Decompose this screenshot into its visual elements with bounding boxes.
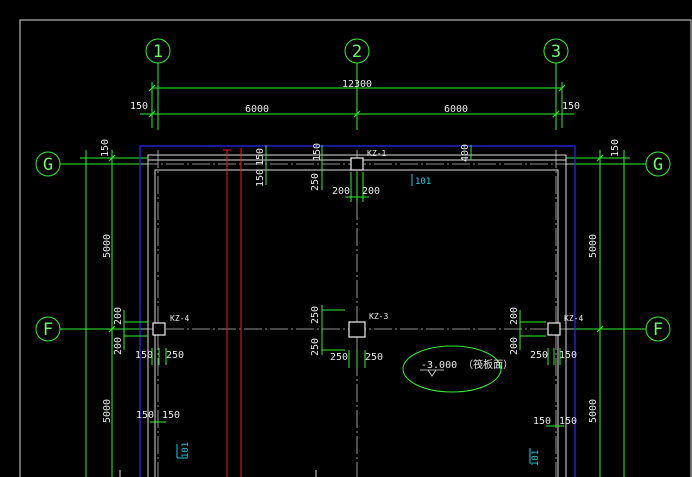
grid-label-g-left: G — [43, 155, 53, 175]
kzf-left-dim-b2: 250 — [166, 350, 184, 361]
grid-label-f-right: F — [653, 320, 663, 340]
kz3-dim-bot: 250 — [310, 338, 321, 356]
lower-right-dim-2: 150 — [559, 416, 577, 427]
vertical-bay-right-2: 5000 — [588, 399, 599, 423]
column-tag-kz4-left: KZ-4 — [170, 314, 189, 323]
kzf-left-dim-bot: 200 — [113, 337, 124, 355]
vertical-bay-left-2: 5000 — [102, 399, 113, 423]
grid-bubble-3[interactable]: 3 — [543, 38, 569, 64]
kzf-right-dim-top: 200 — [509, 307, 520, 325]
kz1-dim-mid-lower: 250 — [310, 173, 321, 191]
vertical-bay-left-1: 5000 — [102, 234, 113, 258]
kzf-right-dim-bot: 200 — [509, 337, 520, 355]
elevation-note: -3.000 （筏板面） — [421, 358, 513, 371]
edge-dimension-left: 150 — [130, 101, 148, 112]
lower-left-dim-2: 150 — [162, 410, 180, 421]
kz1-dim-bottom-right: 200 — [362, 186, 380, 197]
column-tag-kz4-right: KZ-4 — [564, 314, 583, 323]
wall-tag-left: 101 — [181, 442, 191, 458]
overall-dimension: 12300 — [342, 79, 372, 90]
grid-label-2: 2 — [352, 42, 362, 62]
bottom-markers — [119, 470, 317, 477]
vertical-bay-right-1: 5000 — [588, 234, 599, 258]
kzf-left-dim-b1: 150 — [135, 350, 153, 361]
side-dimension-chains — [80, 150, 630, 477]
lower-left-dim-1: 150 — [136, 410, 154, 421]
wall-tag-leaders — [176, 174, 531, 464]
top-offset-left: 150 — [100, 139, 111, 157]
grid-bubble-f-right[interactable]: F — [645, 316, 671, 342]
grid-label-3: 3 — [551, 42, 561, 62]
top-dimension-chain — [140, 82, 574, 128]
kz1-dim-right: 400 — [460, 144, 471, 162]
viewport-frame — [19, 19, 692, 477]
kz1-dim-mid-top: 150 — [312, 143, 323, 161]
kz1-dim-left-lower: 150 — [255, 169, 266, 187]
top-offset-right: 150 — [610, 139, 621, 157]
elevation-callout[interactable]: -3.000 （筏板面） — [402, 345, 513, 393]
column-tag-kz1: KZ-1 — [367, 149, 386, 158]
wall-tag-right: 101 — [531, 450, 541, 466]
bay-dimension-2: 6000 — [444, 104, 468, 115]
grid-label-f-left: F — [43, 320, 53, 340]
lower-right-dim-1: 150 — [533, 416, 551, 427]
kzf-right-dim-b2: 150 — [559, 350, 577, 361]
grid-bubble-g-left[interactable]: G — [35, 151, 61, 177]
section-line[interactable] — [223, 148, 242, 477]
kz3-dim-b2: 250 — [365, 352, 383, 363]
column-tag-kz3: KZ-3 — [369, 312, 388, 321]
kzf-right-dim-b1: 250 — [530, 350, 548, 361]
kz3-dim-b1: 250 — [330, 352, 348, 363]
kz1-dim-left: 150 — [255, 148, 266, 166]
grid-bubble-2[interactable]: 2 — [344, 38, 370, 64]
column-kz3[interactable] — [348, 321, 366, 338]
wall-tag-top: 101 — [415, 177, 431, 187]
slab-outline[interactable] — [139, 145, 576, 477]
kz3-dim-top: 250 — [310, 306, 321, 324]
grid-bubble-g-right[interactable]: G — [645, 151, 671, 177]
grid-label-1: 1 — [153, 42, 163, 62]
column-kz4-left[interactable] — [152, 322, 166, 336]
column-kz4-right[interactable] — [547, 322, 561, 336]
bay-dimension-1: 6000 — [245, 104, 269, 115]
edge-dimension-right: 150 — [562, 101, 580, 112]
grid-label-g-right: G — [653, 155, 663, 175]
column-kz1[interactable] — [350, 157, 364, 171]
column-dimension-ticks — [123, 145, 564, 427]
grid-bubble-f-left[interactable]: F — [35, 316, 61, 342]
kzf-left-dim-top: 200 — [113, 307, 124, 325]
grid-bubble-1[interactable]: 1 — [145, 38, 171, 64]
kz1-dim-bottom-left: 200 — [332, 186, 350, 197]
